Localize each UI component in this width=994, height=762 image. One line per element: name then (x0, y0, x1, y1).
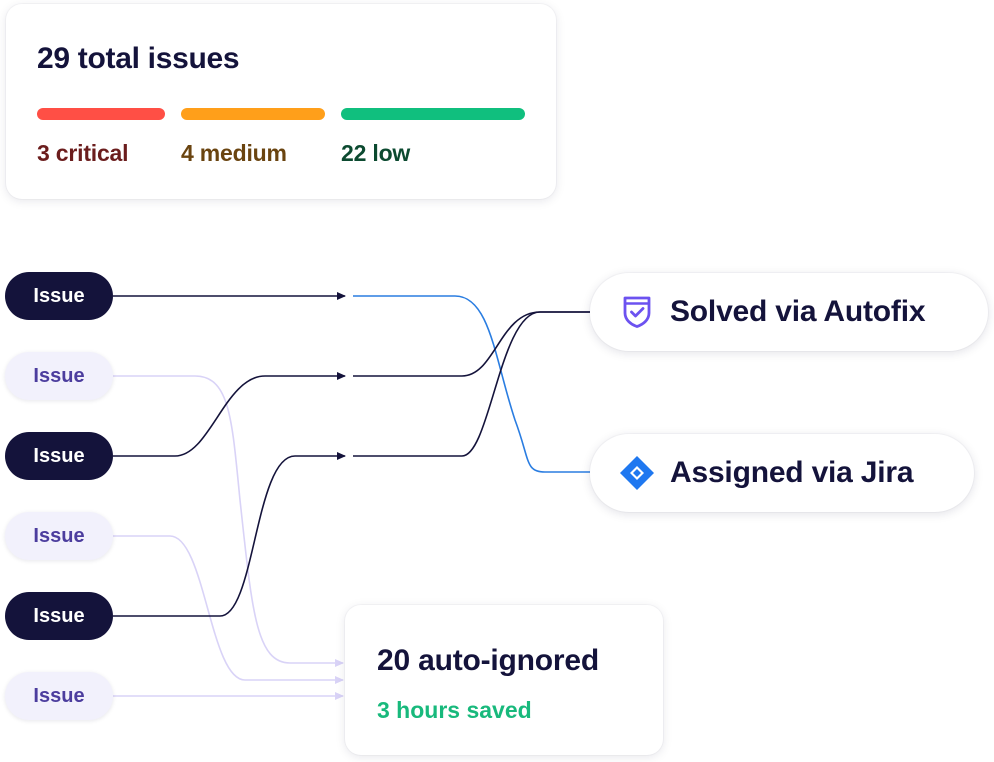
link-issue-3-mid (113, 372, 346, 457)
shield-check-icon (618, 293, 656, 331)
low-count-label: 22 low (341, 140, 411, 166)
medium-bar (181, 108, 325, 120)
summary-title: 29 total issues (37, 42, 240, 75)
summary-card: 29 total issues 3 critical 4 medium 22 l… (6, 4, 556, 199)
autofix-outcome-card[interactable]: Solved via Autofix (590, 273, 988, 351)
issue-pill-critical-1[interactable]: Issue (5, 272, 113, 320)
hours-saved-label: 3 hours saved (377, 697, 532, 723)
issue-pill-low-3[interactable]: Issue (5, 672, 113, 720)
low-bar (341, 108, 525, 120)
issue-pill-critical-2[interactable]: Issue (5, 432, 113, 480)
issue-pill-low-2[interactable]: Issue (5, 512, 113, 560)
link-mid-3-autofix (353, 311, 590, 457)
critical-bar (37, 108, 165, 120)
jira-outcome-card[interactable]: Assigned via Jira (590, 434, 974, 512)
autofix-label: Solved via Autofix (670, 295, 926, 328)
medium-count-label: 4 medium (181, 140, 287, 166)
critical-count-label: 3 critical (37, 140, 129, 166)
link-issue-2-ignored (113, 375, 344, 667)
auto-ignored-title: 20 auto-ignored (377, 644, 600, 677)
link-mid-1-jira (353, 295, 590, 473)
link-mid-2-autofix (353, 311, 590, 377)
link-issue-5-mid (113, 452, 346, 617)
issue-pill-critical-3[interactable]: Issue (5, 592, 113, 640)
link-issue-4-ignored (113, 535, 344, 684)
auto-ignored-card: 20 auto-ignored 3 hours saved (345, 605, 663, 755)
jira-icon (618, 454, 656, 492)
jira-label: Assigned via Jira (670, 456, 914, 489)
issue-pill-low-1[interactable]: Issue (5, 352, 113, 400)
